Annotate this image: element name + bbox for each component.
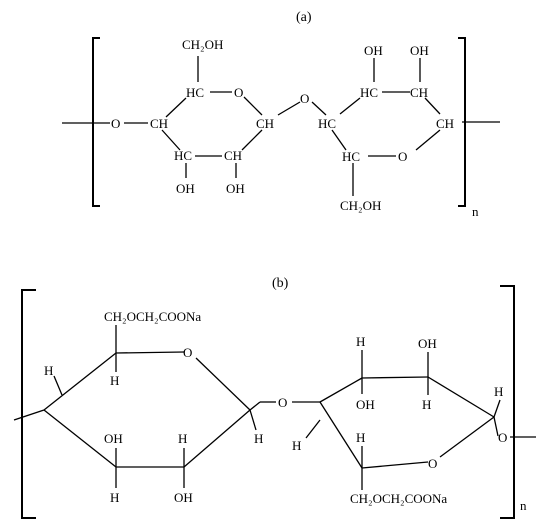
panel-a-hc-ring2-left: HC bbox=[318, 116, 336, 131]
panel-a-oh-ring1-br: OH bbox=[226, 181, 245, 196]
panel-b-oh-ring1-left: OH bbox=[104, 431, 123, 446]
panel-b-oh-ring2-top-right: OH bbox=[418, 336, 437, 351]
panel-b-left-bracket bbox=[21, 289, 36, 519]
panel-b-o-ring2: O bbox=[428, 456, 437, 471]
panel-b-caption: (b) bbox=[272, 276, 289, 291]
panel-a-ch-ring1-br: CH bbox=[224, 148, 242, 163]
panel-b-bonds bbox=[13, 325, 536, 490]
panel-a-hc-ring1-top: HC bbox=[186, 85, 204, 100]
panel-a-o-ring2: O bbox=[398, 149, 407, 164]
panel-a-caption: (a) bbox=[296, 10, 312, 25]
panel-b-ch2ococoona-top: CH₂OCH₂COONa bbox=[104, 309, 201, 324]
panel-b-h-ring2-top: H bbox=[356, 334, 365, 349]
panel-a-ch2oh-bottom: CH₂OH bbox=[340, 198, 381, 213]
panel-b-h-ring2-left: H bbox=[292, 438, 301, 453]
panel-b-o-link-right: O bbox=[498, 430, 507, 445]
panel-b-h-ring2-mid-right: H bbox=[422, 397, 431, 412]
panel-a-ch-ring2-right: CH bbox=[436, 116, 454, 131]
panel-a-hc-ring1-bl: HC bbox=[174, 148, 192, 163]
panel-a-repeat-index: n bbox=[472, 204, 479, 219]
panel-b-oh-ring2-mid: OH bbox=[356, 397, 375, 412]
panel-a-bonds bbox=[62, 56, 500, 196]
panel-b: (b) n bbox=[13, 276, 536, 519]
panel-a-hc-ring2-bottom: HC bbox=[342, 149, 360, 164]
panel-b-o-ring1: O bbox=[183, 345, 192, 360]
panel-a: (a) n bbox=[62, 10, 500, 219]
panel-b-o-bridge: O bbox=[278, 395, 287, 410]
panel-b-repeat-index: n bbox=[520, 498, 527, 513]
panel-b-h-ring1-far-left: H bbox=[44, 363, 53, 378]
panel-a-o-link-left: O bbox=[111, 116, 120, 131]
panel-b-h-ring1-mid: H bbox=[178, 431, 187, 446]
panel-a-ch2oh-top: CH₂OH bbox=[182, 37, 223, 52]
panel-a-o-ring1: O bbox=[234, 85, 243, 100]
panel-a-ch-ring2-top: CH bbox=[410, 85, 428, 100]
panel-b-h-ring1-bottom-left: H bbox=[110, 490, 119, 505]
panel-a-oh-ring2-right: OH bbox=[410, 43, 429, 58]
panel-b-oh-ring1-bottom: OH bbox=[174, 490, 193, 505]
panel-b-h-ring2-lower: H bbox=[356, 430, 365, 445]
panel-a-hc-ring2-top: HC bbox=[360, 85, 378, 100]
panel-b-ch2ococoona-bottom: CH₂OCH₂COONa bbox=[350, 491, 447, 506]
panel-b-right-bracket bbox=[500, 285, 515, 519]
panel-a-o-bridge: O bbox=[300, 91, 309, 106]
panel-a-ch-ring1-left: CH bbox=[150, 116, 168, 131]
panel-a-oh-ring1-bl: OH bbox=[176, 181, 195, 196]
panel-b-h-ring1-top-left: H bbox=[110, 373, 119, 388]
panel-a-oh-ring2-left: OH bbox=[364, 43, 383, 58]
panel-a-ch-ring1-right: CH bbox=[256, 116, 274, 131]
panel-b-h-ring1-right: H bbox=[254, 431, 263, 446]
panel-b-h-ring2-right: H bbox=[494, 384, 503, 399]
panel-a-left-bracket bbox=[92, 37, 100, 207]
